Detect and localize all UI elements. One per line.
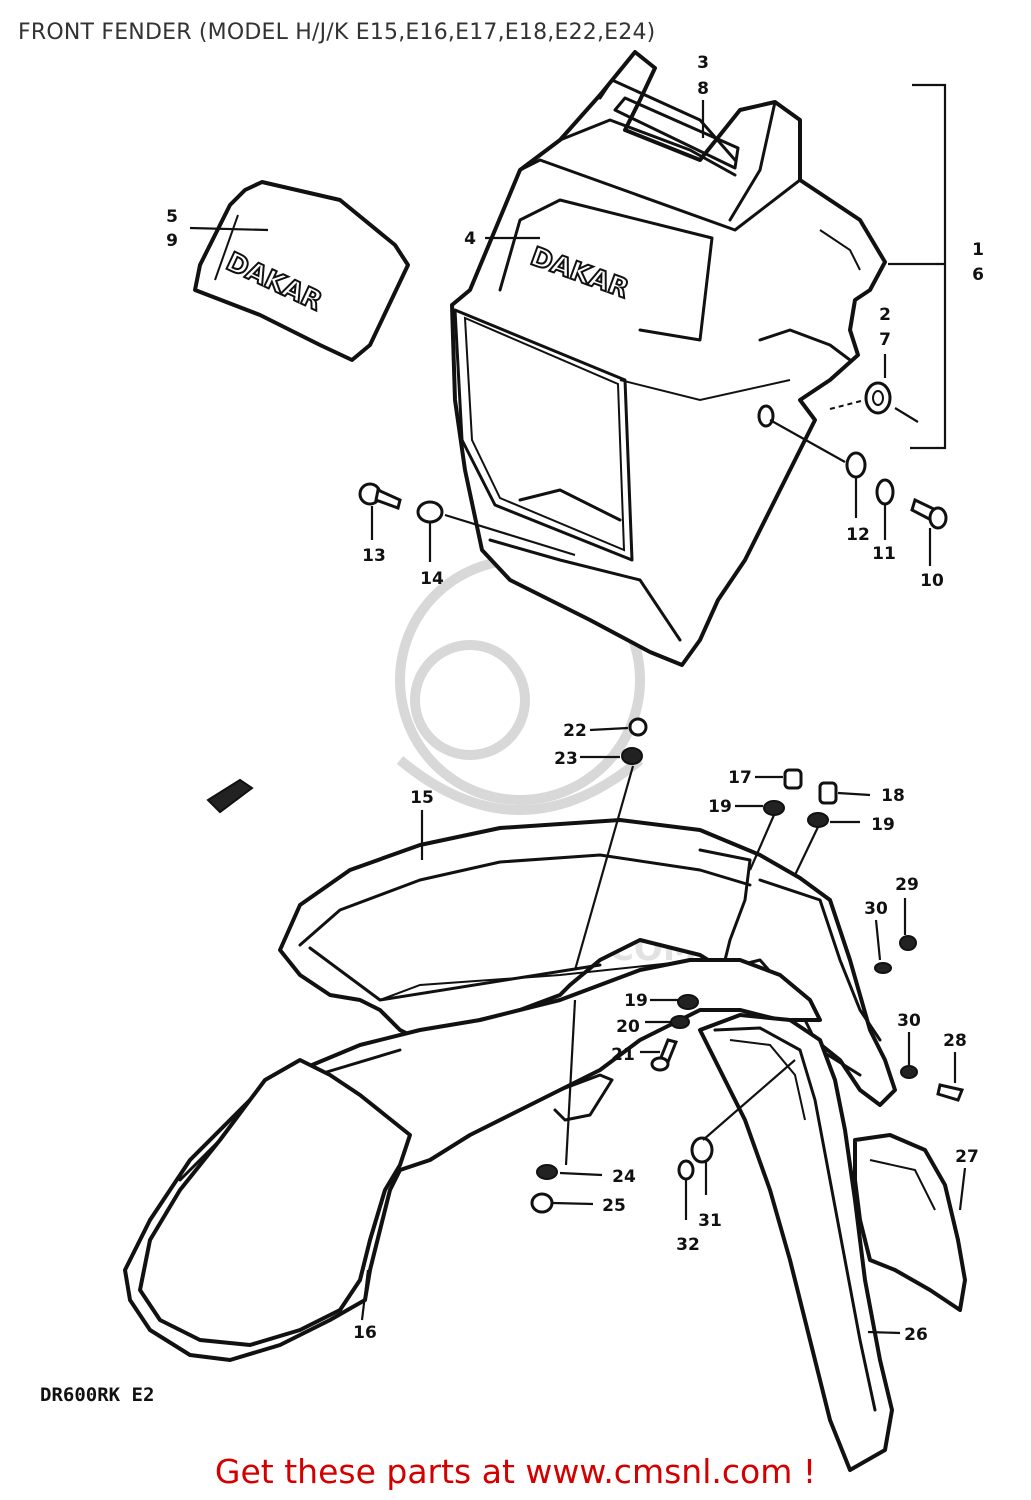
number-plate[interactable]: DAKAR (193, 180, 410, 362)
screw[interactable] (628, 717, 648, 737)
label-19: 19 (871, 815, 895, 835)
label-8: 8 (697, 79, 709, 99)
label-30: 30 (897, 1011, 921, 1031)
label-7: 7 (879, 330, 891, 350)
lower-fender[interactable] (698, 1013, 894, 1472)
assembly-bracket-line (888, 83, 947, 450)
label-1: 1 (972, 240, 984, 260)
label-30: 30 (864, 899, 888, 919)
cushion[interactable] (783, 768, 803, 790)
washer[interactable] (677, 994, 699, 1010)
label-15: 15 (410, 788, 434, 808)
label-29: 29 (895, 875, 919, 895)
footer-link[interactable]: Get these parts at www.cmsnl.com ! (214, 1452, 817, 1491)
label-14: 14 (420, 569, 444, 589)
bolt[interactable] (936, 1083, 965, 1102)
washer[interactable] (677, 1159, 695, 1181)
washer[interactable] (690, 1136, 714, 1164)
screw[interactable] (899, 935, 917, 951)
label-26: 26 (904, 1325, 928, 1345)
label-18: 18 (881, 786, 905, 806)
label-12: 12 (846, 525, 870, 545)
label-28: 28 (943, 1031, 967, 1051)
label-6: 6 (972, 265, 984, 285)
label-4: 4 (464, 229, 476, 249)
label-13: 13 (362, 546, 386, 566)
leader-lines (189, 100, 967, 1335)
label-21: 21 (611, 1045, 635, 1065)
grommet[interactable] (864, 381, 892, 415)
label-19: 19 (708, 797, 732, 817)
label-3: 3 (697, 53, 709, 73)
washer[interactable] (763, 800, 785, 816)
washer[interactable] (900, 1065, 918, 1079)
bracket-clip[interactable] (206, 778, 254, 814)
label-5: 5 (166, 207, 178, 227)
headlight-cowl[interactable]: DAKAR (450, 50, 887, 667)
label-16: 16 (353, 1323, 377, 1343)
label-25: 25 (602, 1196, 626, 1216)
label-17: 17 (728, 768, 752, 788)
label-19: 19 (624, 991, 648, 1011)
label-32: 32 (676, 1235, 700, 1255)
nut[interactable] (621, 747, 643, 765)
label-23: 23 (554, 749, 578, 769)
mud-flap[interactable] (853, 1133, 967, 1312)
washer[interactable] (874, 962, 892, 974)
collar[interactable] (845, 451, 867, 479)
label-24: 24 (612, 1167, 636, 1187)
front-fender[interactable] (123, 958, 822, 1362)
label-20: 20 (616, 1017, 640, 1037)
washer[interactable] (670, 1015, 690, 1029)
label-10: 10 (920, 571, 944, 591)
label-9: 9 (166, 231, 178, 251)
nut[interactable] (530, 1192, 554, 1214)
washer[interactable] (807, 812, 829, 828)
page-title: FRONT FENDER (MODEL H/J/K E15,E16,E17,E1… (18, 20, 656, 45)
cushion[interactable] (818, 781, 838, 805)
model-code: DR600RK E2 (40, 1384, 155, 1406)
label-31: 31 (698, 1211, 722, 1231)
label-11: 11 (872, 544, 896, 564)
washer[interactable] (536, 1164, 558, 1180)
collar[interactable] (416, 500, 444, 524)
label-2: 2 (879, 305, 891, 325)
label-22: 22 (563, 721, 587, 741)
label-27: 27 (955, 1147, 979, 1167)
washer[interactable] (875, 478, 895, 506)
hardware (358, 381, 965, 1214)
part-labels: 1 6 2 7 3 8 4 5 9 10 11 12 13 14 15 16 1… (166, 53, 984, 1345)
